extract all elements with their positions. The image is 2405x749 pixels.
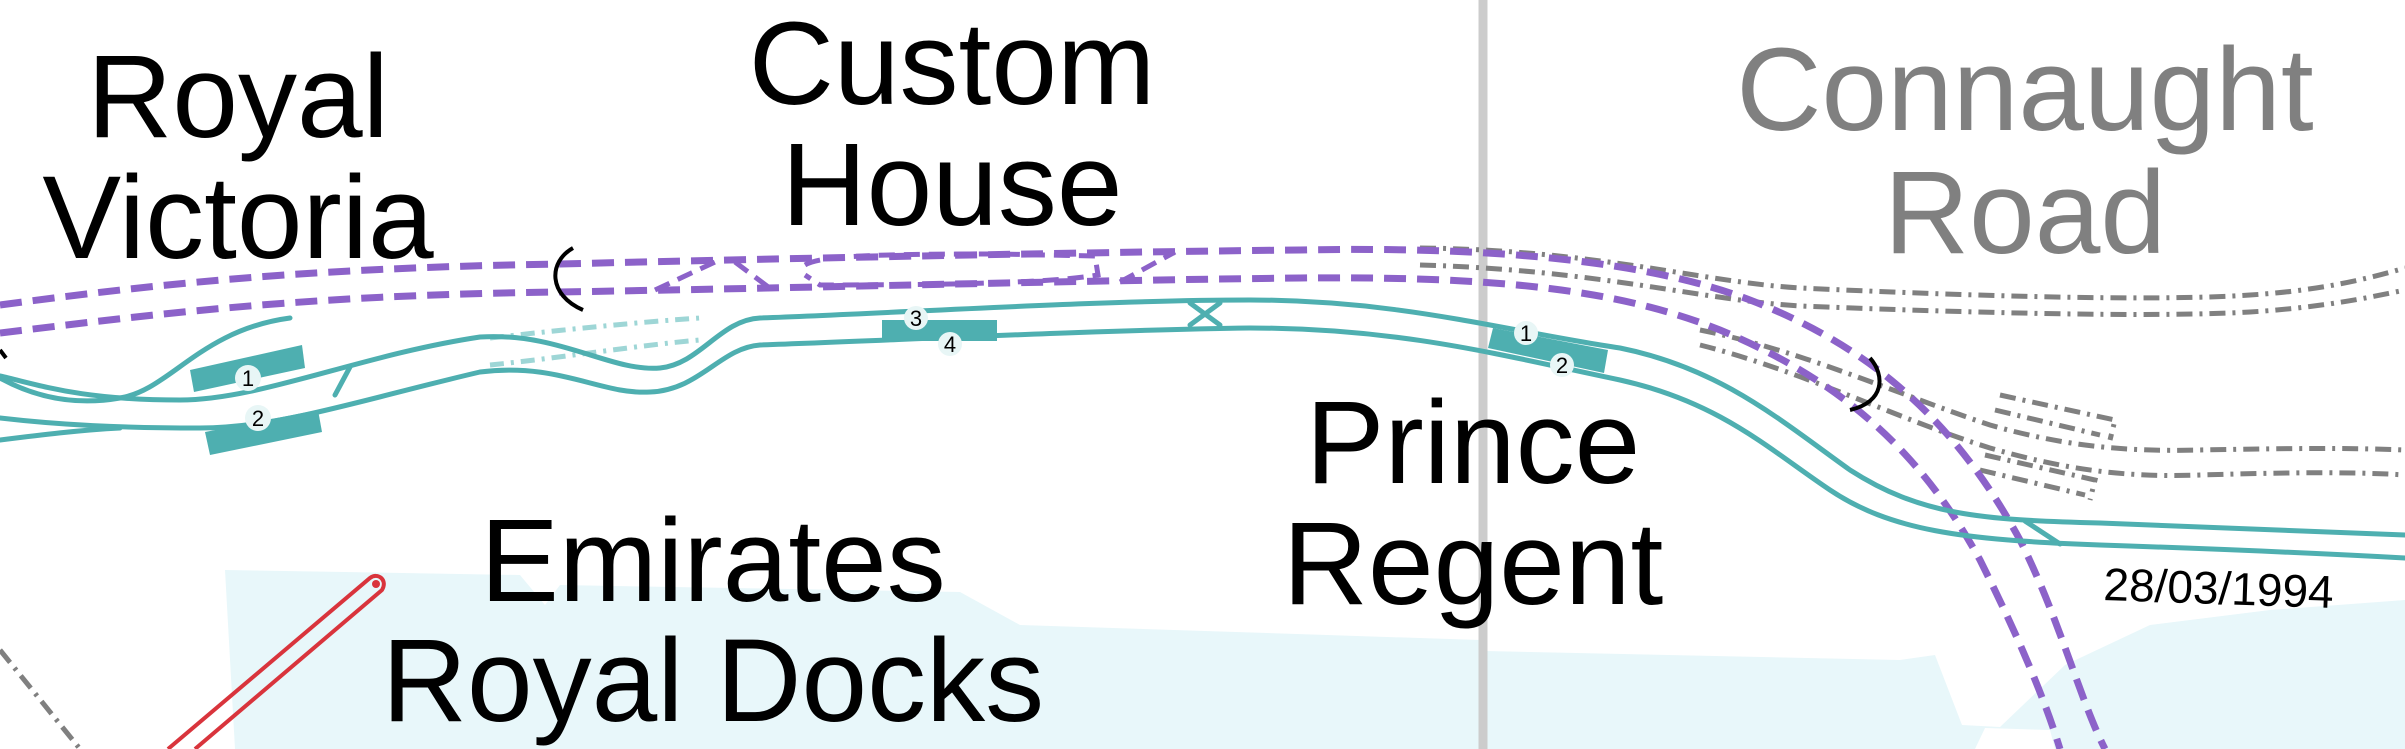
royal-albert-dock-water — [1440, 600, 2405, 749]
dlr-crossover-royal-victoria — [332, 364, 353, 398]
station-emirates-line2: Royal Docks — [382, 615, 1044, 747]
cable-car — [166, 573, 386, 749]
platform-number-rv-1: 1 — [242, 366, 254, 391]
elizabeth-crossover-2 — [733, 260, 777, 294]
royal-victoria-dock-water — [225, 570, 1480, 749]
dlr-track-west-lower — [0, 425, 123, 443]
platform-number-pr-2: 2 — [1556, 353, 1568, 378]
dlr-crossover-connaught — [2022, 518, 2063, 547]
disused-siding-1 — [1999, 392, 2119, 441]
water-layer — [225, 570, 2405, 749]
dlr-crossover-custom-house-2 — [1187, 300, 1223, 328]
station-connaught-road-line2: Road — [1884, 147, 2166, 279]
platform-royal-victoria-2 — [205, 410, 322, 455]
closure-date-label: 28/03/1994 — [2103, 558, 2335, 618]
elizabeth-siding-loop — [803, 251, 1101, 288]
disused-track-lower-2 — [1699, 342, 2405, 479]
station-prince-regent-line2: Regent — [1283, 498, 1664, 630]
station-custom-house-line2: House — [781, 119, 1122, 251]
elizabeth-line-upper — [0, 245, 2109, 749]
station-labels: Royal Victoria Custom House Connaught Ro… — [42, 0, 2334, 747]
disused-track-upper-2 — [1419, 262, 2405, 317]
station-custom-house-line1: Custom — [749, 0, 1156, 130]
platform-numbers: 1 2 3 4 1 2 — [235, 306, 1574, 431]
elizabeth-crossover-3 — [1118, 249, 1177, 285]
cable-car-terminal-icon — [372, 580, 380, 588]
former-dlr-1 — [489, 315, 701, 341]
platform-number-rv-2: 2 — [252, 406, 264, 431]
disused-track-lower-1 — [1699, 327, 2405, 453]
tunnel-portal-west-icon — [553, 246, 584, 312]
dlr-track-north — [0, 297, 2405, 538]
platform-number-pr-1: 1 — [1520, 321, 1532, 346]
former-dlr-2 — [489, 337, 701, 368]
station-prince-regent-line1: Prince — [1306, 377, 1640, 509]
platform-number-ch-4: 4 — [944, 332, 956, 357]
dlr-track-south — [0, 325, 2405, 561]
track-stub-marker-icon — [0, 348, 8, 360]
station-connaught-road-line1: Connaught — [1736, 24, 2313, 156]
dlr-siding-royal-victoria — [0, 315, 293, 404]
station-royal-victoria-line2: Victoria — [42, 152, 434, 284]
dlr-tracks — [0, 297, 2405, 561]
disused-siding-2 — [1994, 407, 2101, 438]
former-dlr-alignment — [489, 315, 701, 368]
platform-number-ch-3: 3 — [910, 306, 922, 331]
disused-siding-4 — [1979, 467, 2086, 498]
tunnel-portal-east-icon — [1849, 356, 1882, 412]
platform-custom-house — [882, 320, 997, 341]
elizabeth-crossover-1 — [653, 259, 717, 293]
disused-siding-3 — [1984, 452, 2099, 501]
disused-track-left — [0, 648, 82, 749]
station-royal-victoria-line1: Royal — [87, 31, 389, 163]
station-emirates-line1: Emirates — [480, 495, 946, 627]
cable-car-line — [166, 573, 386, 749]
